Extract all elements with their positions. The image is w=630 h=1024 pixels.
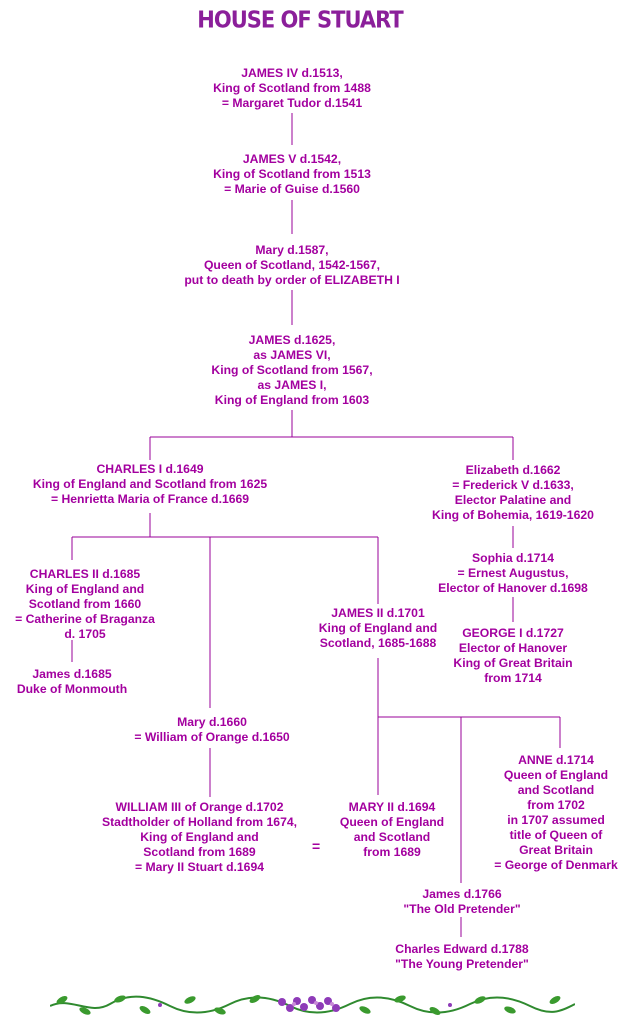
node-elizabeth: Elizabeth d.1662= Frederick V d.1633,Ele… [432, 463, 594, 522]
page-title: HOUSE OF STUART [197, 6, 403, 34]
node-james-iv: JAMES IV d.1513,King of Scotland from 14… [213, 66, 371, 110]
marriage-equals-sign: = [312, 838, 321, 854]
node-mary-orange: Mary d.1660= William of Orange d.1650 [134, 715, 290, 744]
node-james-vi-i: JAMES d.1625,as JAMES VI,King of Scotlan… [211, 333, 373, 407]
node-young-pretender: Charles Edward d.1788"The Young Pretende… [395, 942, 529, 971]
node-sophia: Sophia d.1714= Ernest Augustus,Elector o… [438, 551, 588, 595]
node-james-v: JAMES V d.1542,King of Scotland from 151… [213, 152, 371, 196]
decorative-vine-border [50, 995, 575, 1015]
node-mary-queen-of-scots: Mary d.1587,Queen of Scotland, 1542-1567… [184, 243, 400, 287]
node-old-pretender: James d.1766"The Old Pretender" [403, 887, 521, 916]
